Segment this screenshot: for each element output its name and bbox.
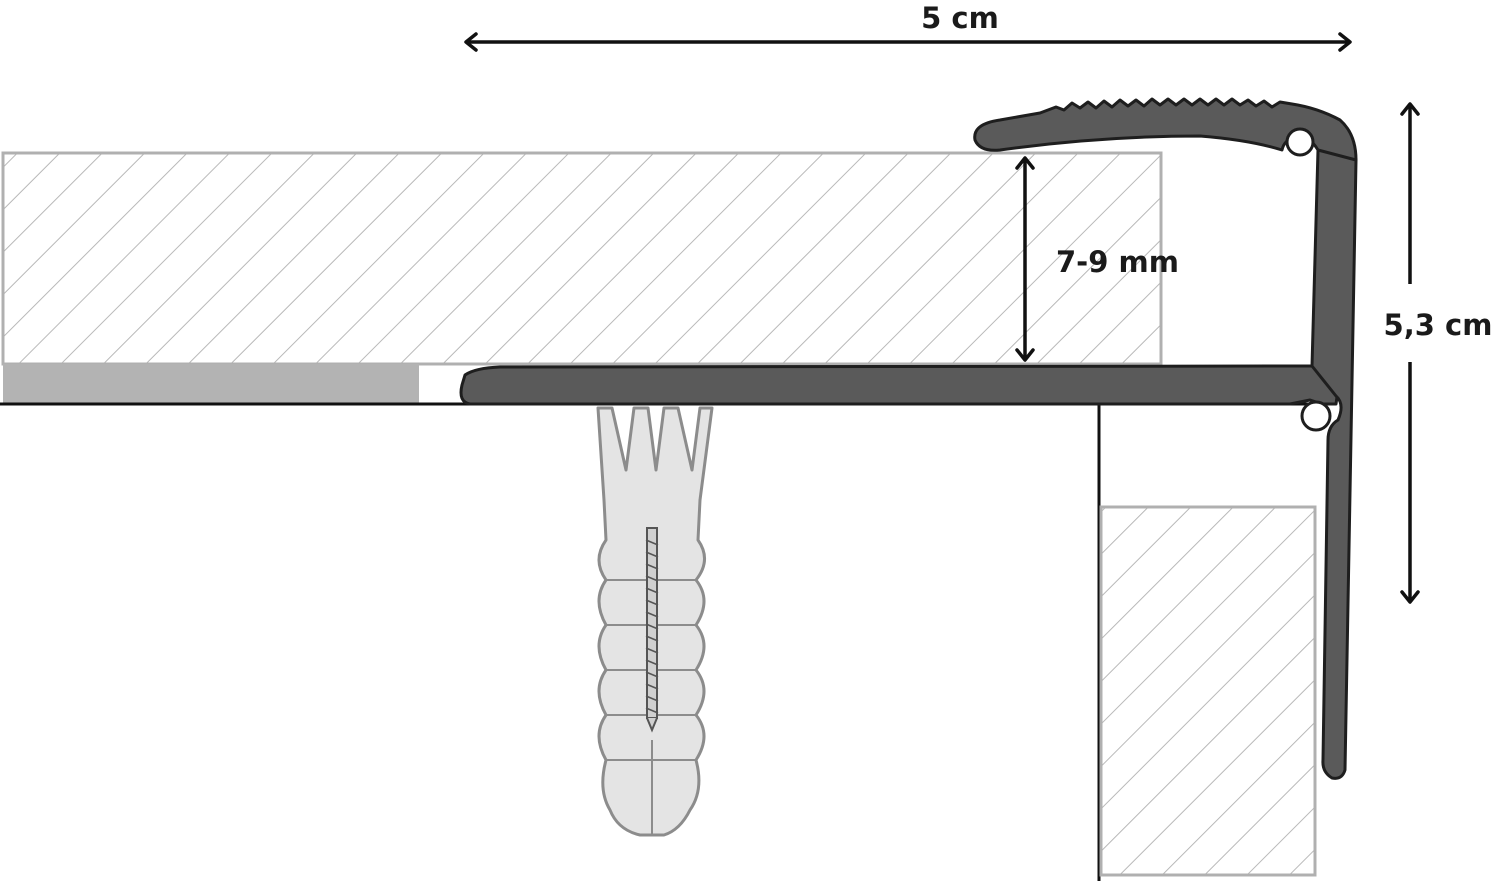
nosing-profile — [459, 97, 1358, 780]
underlay-strip — [3, 364, 419, 404]
floor-covering-hatched — [1, 151, 1163, 366]
height-label: 5,3 cm — [1384, 308, 1493, 342]
wall-dowel — [596, 406, 714, 837]
riser-covering-hatched — [1099, 505, 1317, 877]
thickness-label: 7-9 mm — [1056, 245, 1179, 279]
width-label: 5 cm — [921, 1, 999, 35]
